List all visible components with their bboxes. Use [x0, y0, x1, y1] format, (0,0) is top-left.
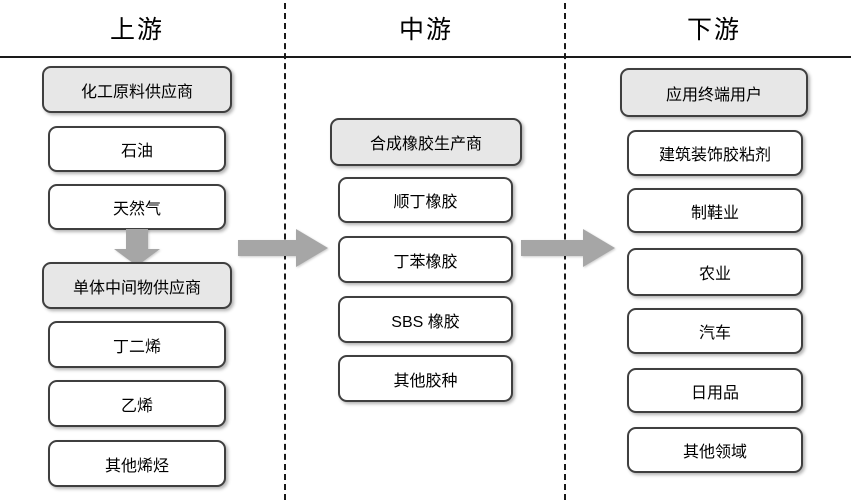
- box-other-rubbers: 其他胶种: [338, 355, 513, 402]
- box-automotive: 汽车: [627, 308, 803, 354]
- column-header-midstream: 中游: [398, 16, 453, 44]
- arrow-right-icon: [238, 229, 328, 267]
- arrow-down-icon: [114, 229, 160, 266]
- box-butadiene-rubber: 顺丁橡胶: [338, 177, 513, 223]
- box-agriculture: 农业: [627, 248, 803, 296]
- box-sbs-rubber: SBS 橡胶: [338, 296, 513, 343]
- box-butadiene: 丁二烯: [48, 321, 226, 368]
- arrow-right-icon: [521, 229, 615, 267]
- column-header-upstream: 上游: [109, 16, 164, 44]
- box-other-fields: 其他领域: [627, 427, 803, 473]
- box-synthetic-rubber-producer: 合成橡胶生产商: [330, 118, 522, 166]
- box-petroleum: 石油: [48, 126, 226, 172]
- box-ethylene: 乙烯: [48, 380, 226, 427]
- box-natural-gas: 天然气: [48, 184, 226, 230]
- header-underline: [0, 56, 851, 58]
- box-other-olefins: 其他烯烃: [48, 440, 226, 487]
- box-sbr-rubber: 丁苯橡胶: [338, 236, 513, 283]
- box-monomer-intermediate-supplier: 单体中间物供应商: [42, 262, 232, 309]
- box-daily-necessities: 日用品: [627, 368, 803, 413]
- box-footwear-industry: 制鞋业: [627, 188, 803, 233]
- box-chemical-raw-material-supplier: 化工原料供应商: [42, 66, 232, 113]
- column-header-downstream: 下游: [686, 16, 741, 44]
- box-application-end-users: 应用终端用户: [620, 68, 808, 117]
- box-construction-decoration-adhesives: 建筑装饰胶粘剂: [627, 130, 803, 176]
